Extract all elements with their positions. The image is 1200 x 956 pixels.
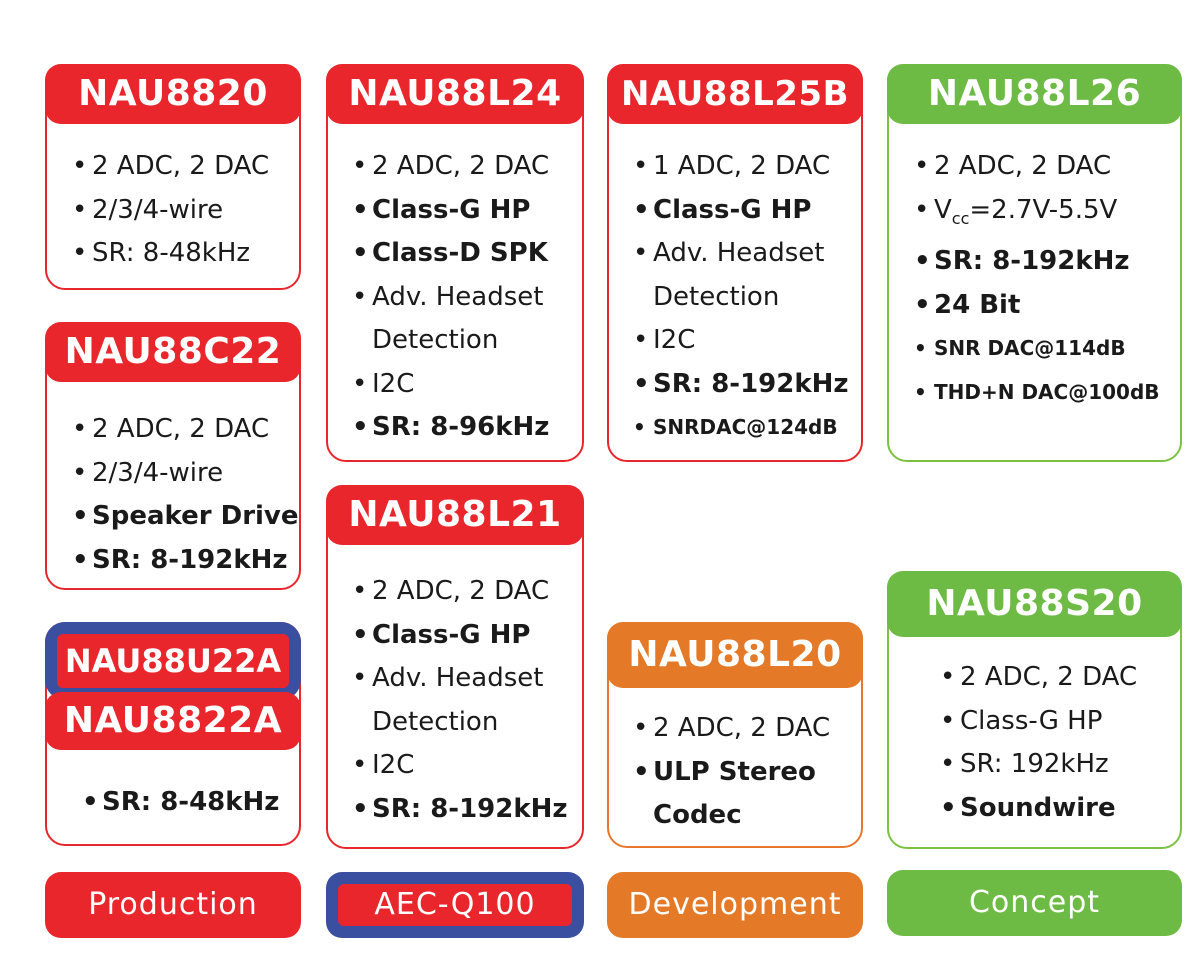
legend-production: Production <box>45 872 301 938</box>
chip-title-nau88s20: NAU88S20 <box>887 571 1182 637</box>
feature-item: 2 ADC, 2 DAC <box>72 408 299 452</box>
feature-item: Class-G HP <box>940 700 1137 744</box>
chip-features-nau88l20: 2 ADC, 2 DAC ULP Stereo Codec <box>633 707 830 838</box>
chip-features-nau88l21: 2 ADC, 2 DAC Class-G HP Adv. Headset Det… <box>352 570 568 831</box>
legend-development: Development <box>607 872 863 938</box>
chip-features-nau88s20: 2 ADC, 2 DAC Class-G HP SR: 192kHz Sound… <box>940 656 1137 830</box>
feature-item: SR: 8-192kHz <box>914 240 1160 284</box>
feature-item: Detection <box>372 706 499 737</box>
feature-item: I2C <box>633 319 849 363</box>
feature-item: Adv. Headset <box>633 232 849 276</box>
chip-features-nau8820: 2 ADC, 2 DAC 2/3/4-wire SR: 8-48kHz <box>72 145 269 276</box>
chip-title-nau88l25b: NAU88L25B <box>607 64 863 124</box>
feature-item: Adv. Headset <box>352 657 568 701</box>
feature-item: Detection <box>372 325 499 355</box>
chip-features-nau88l24: 2 ADC, 2 DAC Class-G HP Class-D SPK Adv.… <box>352 145 549 450</box>
chip-features-nau88l26: 2 ADC, 2 DAC Vcc=2.7V-5.5V SR: 8-192kHz … <box>914 145 1160 414</box>
chip-title-nau88l26: NAU88L26 <box>887 64 1182 124</box>
chip-features-nau88l25b: 1 ADC, 2 DAC Class-G HP Adv. Headset Det… <box>633 145 849 450</box>
chip-title-nau8820: NAU8820 <box>45 64 301 124</box>
feature-item: I2C <box>352 363 549 407</box>
feature-item: 1 ADC, 2 DAC <box>633 145 849 189</box>
feature-item: SR: 8-192kHz <box>72 539 299 583</box>
feature-item: 2/3/4-wire <box>72 189 269 233</box>
chip-title-nau88l24: NAU88L24 <box>326 64 584 124</box>
feature-item: SR: 8-192kHz <box>633 363 849 407</box>
feature-item: 2 ADC, 2 DAC <box>940 656 1137 700</box>
feature-item: Class-D SPK <box>352 232 549 276</box>
chip-title-nau88l21: NAU88L21 <box>326 485 584 545</box>
feature-item: 2 ADC, 2 DAC <box>352 570 568 614</box>
feature-item: SR: 8-48kHz <box>82 781 279 825</box>
chip-title-nau88u22a-text: NAU88U22A <box>57 634 289 688</box>
feature-item: SR: 192kHz <box>940 743 1137 787</box>
feature-item: ULP Stereo <box>633 751 830 795</box>
feature-item: 24 Bit <box>914 284 1160 328</box>
vcc-symbol: V <box>934 194 952 225</box>
legend-aec-q100: AEC-Q100 <box>326 872 584 938</box>
chip-title-nau88l20: NAU88L20 <box>607 622 863 688</box>
feature-item: Detection <box>653 281 780 312</box>
feature-item: 2 ADC, 2 DAC <box>633 707 830 751</box>
chip-features-nau8822a: SR: 8-48kHz <box>82 781 279 825</box>
feature-item: Speaker Drive <box>72 495 299 539</box>
feature-item: SR: 8-96kHz <box>352 406 549 450</box>
chip-features-nau88c22: 2 ADC, 2 DAC 2/3/4-wire Speaker Drive SR… <box>72 408 299 582</box>
feature-item: Class-G HP <box>352 614 568 658</box>
feature-item: SR: 8-48kHz <box>72 232 269 276</box>
legend-aec-q100-label: AEC-Q100 <box>338 884 572 926</box>
feature-item: Class-G HP <box>352 189 549 233</box>
feature-item: 2 ADC, 2 DAC <box>352 145 549 189</box>
legend-concept: Concept <box>887 870 1182 936</box>
vcc-range: =2.7V-5.5V <box>969 194 1118 225</box>
feature-item: SNRDAC@124dB <box>633 406 849 450</box>
feature-item: SNR DAC@114dB <box>914 327 1160 371</box>
feature-item: THD+N DAC@100dB <box>914 371 1160 415</box>
chip-title-nau88c22: NAU88C22 <box>45 322 301 382</box>
feature-item: 2/3/4-wire <box>72 452 299 496</box>
chip-title-nau88u22a: NAU88U22A <box>45 622 301 700</box>
feature-item: 2 ADC, 2 DAC <box>72 145 269 189</box>
feature-item: Class-G HP <box>633 189 849 233</box>
chip-title-nau8822a: NAU8822A <box>45 692 301 750</box>
feature-item: I2C <box>352 744 568 788</box>
feature-item: 2 ADC, 2 DAC <box>914 145 1160 189</box>
feature-item-vcc: Vcc=2.7V-5.5V <box>914 189 1160 241</box>
feature-item: Adv. Headset <box>352 276 549 320</box>
vcc-subscript: cc <box>951 208 970 228</box>
feature-item: Codec <box>653 800 742 830</box>
feature-item: Soundwire <box>940 787 1137 831</box>
feature-item: SR: 8-192kHz <box>352 788 568 832</box>
